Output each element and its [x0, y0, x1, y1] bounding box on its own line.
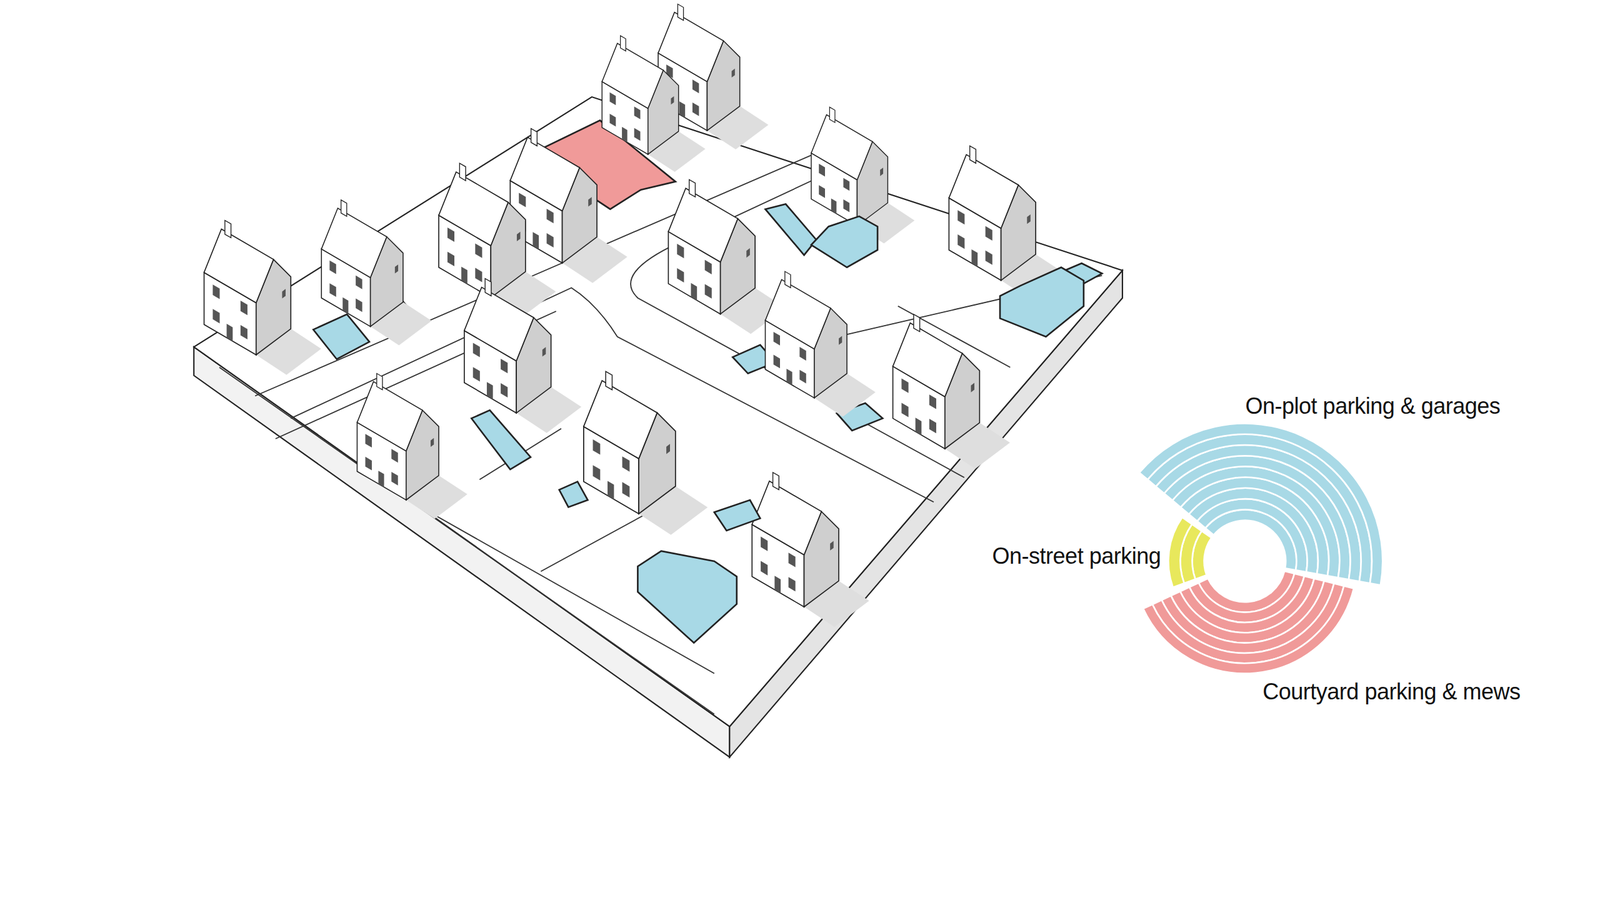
driveway-patch	[471, 410, 531, 470]
house	[583, 371, 708, 535]
house	[204, 220, 322, 375]
wheel-ring	[1147, 434, 1372, 584]
legend-swatch	[1143, 571, 1354, 674]
driveway-patch	[559, 481, 589, 508]
legend-label: Courtyard parking & mews	[1260, 678, 1523, 705]
legend-label: On-plot parking & garages	[1243, 393, 1504, 420]
driveway-patch	[765, 204, 817, 256]
house	[464, 278, 582, 434]
legend-swatch	[1168, 517, 1212, 588]
garage	[637, 551, 737, 644]
driveway-patch	[714, 500, 760, 531]
houses	[204, 4, 1067, 627]
wheel-ring	[1168, 517, 1192, 588]
wheel-ring	[1143, 585, 1354, 674]
garage	[1000, 267, 1084, 337]
house	[765, 271, 875, 417]
parking-wheel	[1139, 423, 1383, 674]
house	[510, 128, 627, 284]
house	[893, 314, 1010, 469]
garages	[637, 216, 1084, 643]
house	[751, 472, 869, 627]
house	[601, 35, 705, 172]
slab-side	[729, 270, 1123, 758]
wall-line	[219, 367, 715, 715]
house	[356, 373, 467, 519]
house	[438, 163, 556, 318]
legend-label: On-street parking	[990, 543, 1164, 570]
house	[668, 179, 785, 334]
plot-line	[540, 510, 654, 572]
wheel-hub	[1208, 524, 1282, 599]
garage	[811, 216, 878, 268]
slab-top	[193, 96, 1123, 727]
house	[321, 200, 432, 345]
